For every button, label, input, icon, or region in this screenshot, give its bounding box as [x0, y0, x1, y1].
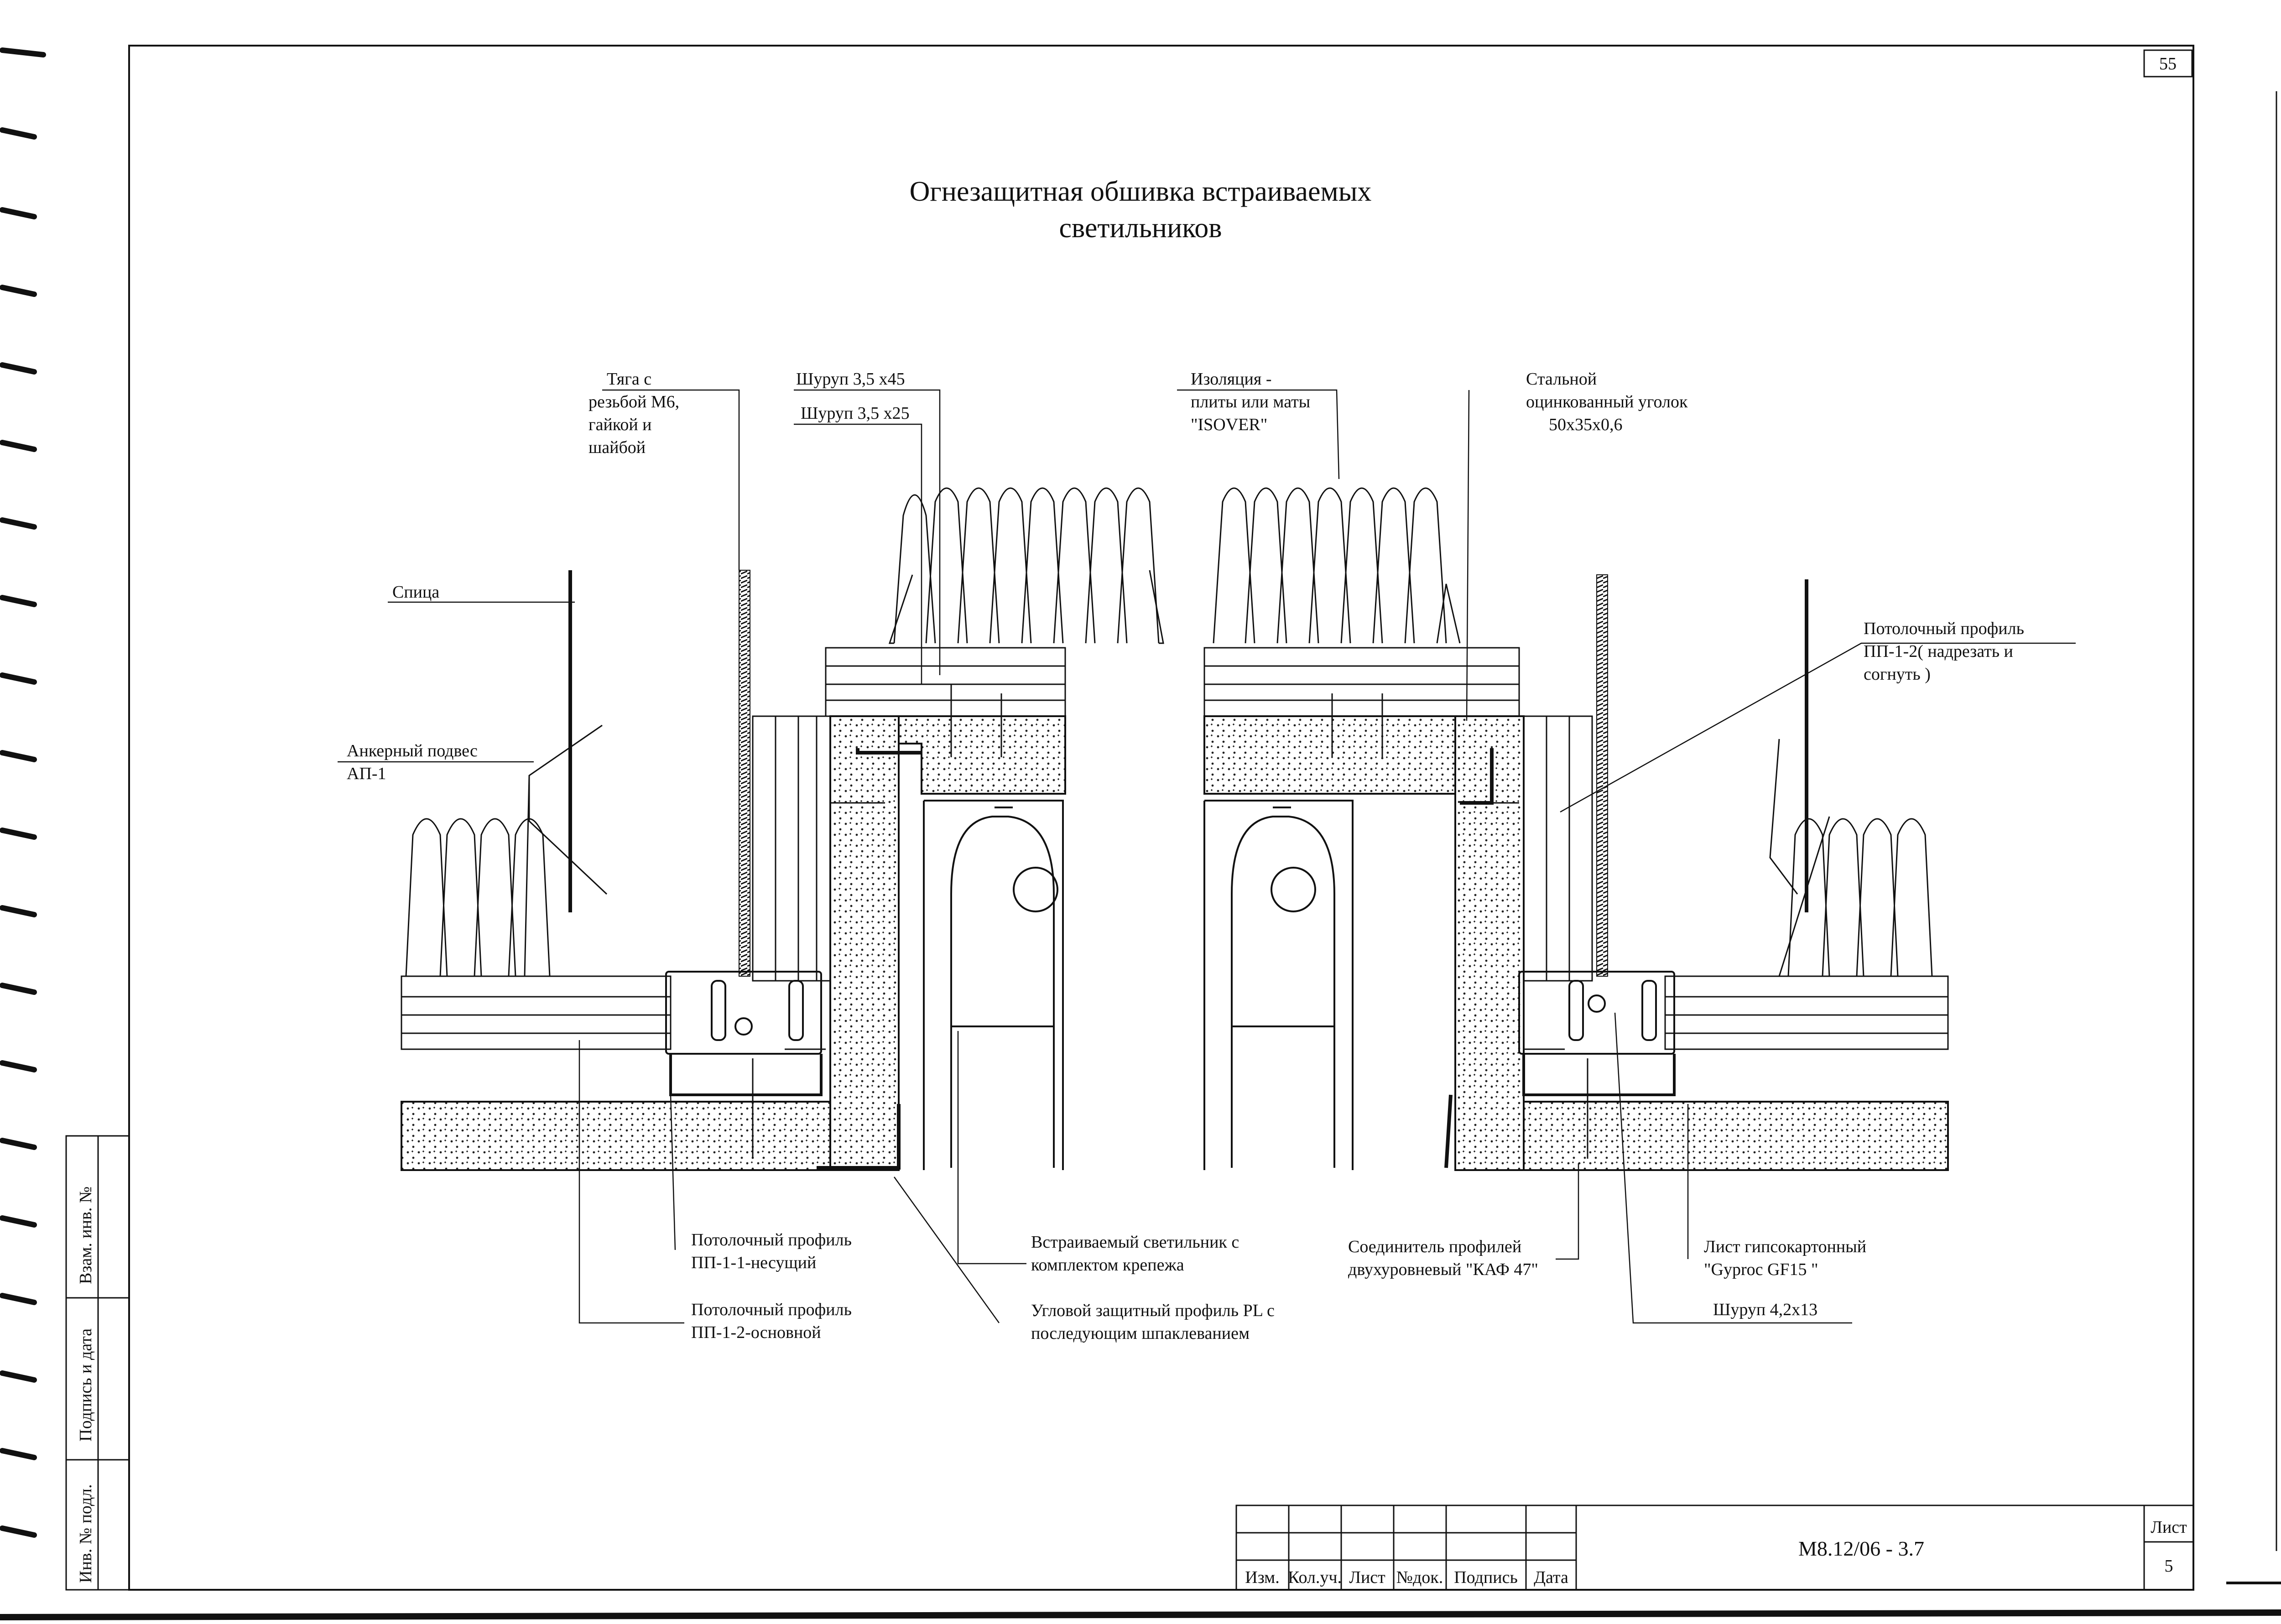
callouts: Тяга с резьбой М6, гайкой и шайбой Шуруп…	[347, 370, 2024, 1343]
fire-lining-top-left	[898, 715, 1066, 795]
sheet-frame	[0, 45, 2281, 1620]
insulation-side-right	[1778, 816, 1933, 977]
label-spica: Спица	[392, 583, 439, 602]
connector-kaf-right	[1518, 971, 1676, 1096]
document-code: М8.12/06 - 3.7	[1798, 1537, 1924, 1560]
anchor-hanger-right	[1769, 739, 1798, 895]
fire-lining-top-right	[1203, 715, 1456, 795]
label-svetilnik-1: Встраиваемый светильник с	[1031, 1233, 1239, 1252]
label-shurup-45: Шуруп 3,5 х45	[796, 370, 905, 389]
label-tyaga-3: гайкой и	[588, 415, 652, 434]
title-block	[1235, 1504, 2194, 1591]
label-ugolok-1: Стальной	[1526, 370, 1597, 389]
label-pp11-1: Потолочный профиль	[691, 1230, 852, 1249]
label-pl-2: последующим шпаклеванием	[1031, 1324, 1250, 1343]
label-anker-1: Анкерный подвес	[347, 741, 478, 760]
luminaire-left	[923, 800, 1064, 1170]
connector-kaf-left	[665, 971, 823, 1096]
label-pp12-cut-2: ПП-1-2( надрезать и	[1864, 642, 2013, 661]
gypsum-board-right	[1454, 1101, 1949, 1171]
label-anker-2: АП-1	[347, 764, 386, 783]
tb-header-podpis: Подпись	[1454, 1568, 1518, 1587]
tb-header-data: Дата	[1534, 1568, 1568, 1587]
label-tyaga-2: резьбой М6,	[588, 392, 679, 411]
pl-corner-left	[817, 1104, 901, 1170]
luminaire-right	[1203, 800, 1354, 1170]
insulation-top-right	[1213, 487, 1461, 644]
label-isolation-3: "ISOVER"	[1191, 415, 1267, 434]
sheet-label: Лист	[2151, 1518, 2187, 1537]
tb-header-ndok: №док.	[1396, 1568, 1443, 1587]
label-pp12-1: Потолочный профиль	[691, 1300, 852, 1319]
label-shurup-25: Шуруп 3,5 х25	[801, 404, 910, 423]
screws	[752, 684, 1588, 1159]
tb-header-izm: Изм.	[1245, 1568, 1279, 1587]
label-gypsum-1: Лист гипсокартонный	[1704, 1237, 1866, 1256]
label-gypsum-2: "Gyproc GF15 "	[1704, 1260, 1818, 1279]
anchor-hanger-left	[524, 724, 608, 977]
binding-marks	[0, 47, 46, 1538]
board-layer-left	[401, 647, 1066, 1050]
drawing-title-line1: Огнезащитная обшивка встраиваемых	[910, 176, 1372, 207]
stamp-vzam: Взам. инв. №	[76, 1187, 95, 1284]
tb-header-list: Лист	[1349, 1568, 1385, 1587]
stamp-inv: Инв. № подл.	[76, 1484, 95, 1583]
leader-lines	[338, 389, 2076, 1324]
label-ugolok-3: 50х35х0,6	[1549, 415, 1623, 434]
label-kaf-2: двухуровневый "КАФ 47"	[1348, 1260, 1538, 1279]
label-pp11-2: ПП-1-1-несущий	[691, 1253, 816, 1272]
fire-lining-right	[1454, 715, 1525, 1171]
threaded-rod-left	[739, 570, 750, 977]
label-ugolok-2: оцинкованный уголок	[1526, 392, 1688, 411]
insulation-top-left	[888, 487, 1164, 644]
steel-angle-left	[856, 748, 922, 755]
drawing-title-line2: светильников	[1059, 213, 1222, 244]
label-isolation-2: плиты или маты	[1191, 392, 1310, 411]
section-drawing	[338, 389, 2076, 1324]
label-pl-1: Угловой защитный профиль PL с	[1031, 1301, 1275, 1320]
board-layer-right	[1203, 647, 1949, 1050]
label-pp12-cut-1: Потолочный профиль	[1864, 619, 2024, 638]
label-pp12-2: ПП-1-2-основной	[691, 1323, 821, 1342]
stamp-podpis: Подпись и дата	[76, 1328, 95, 1442]
tb-header-kolvo: Кол.уч.	[1288, 1568, 1342, 1587]
threaded-rod-right	[1596, 574, 1608, 977]
label-isolation-1: Изоляция -	[1191, 370, 1271, 389]
pl-corner-right	[1444, 1094, 1453, 1168]
side-stamp	[65, 1135, 130, 1591]
title-block-headers: Изм. Кол.уч. Лист №док. Подпись Дата	[1245, 1568, 1568, 1587]
sheet-corner-box: 55	[2143, 49, 2193, 78]
label-tyaga-4: шайбой	[588, 438, 646, 457]
label-kaf-1: Соединитель профилей	[1348, 1237, 1521, 1256]
gypsum-board-left	[401, 1101, 900, 1171]
sheet-number: 5	[2165, 1556, 2173, 1576]
label-pp12-cut-3: согнуть )	[1864, 665, 1931, 684]
sheet-corner-number: 55	[2159, 54, 2177, 73]
label-shurup-42: Шуруп 4,2х13	[1713, 1300, 1818, 1319]
label-svetilnik-2: комплектом крепежа	[1031, 1255, 1184, 1275]
label-tyaga-1: Тяга с	[607, 370, 651, 389]
